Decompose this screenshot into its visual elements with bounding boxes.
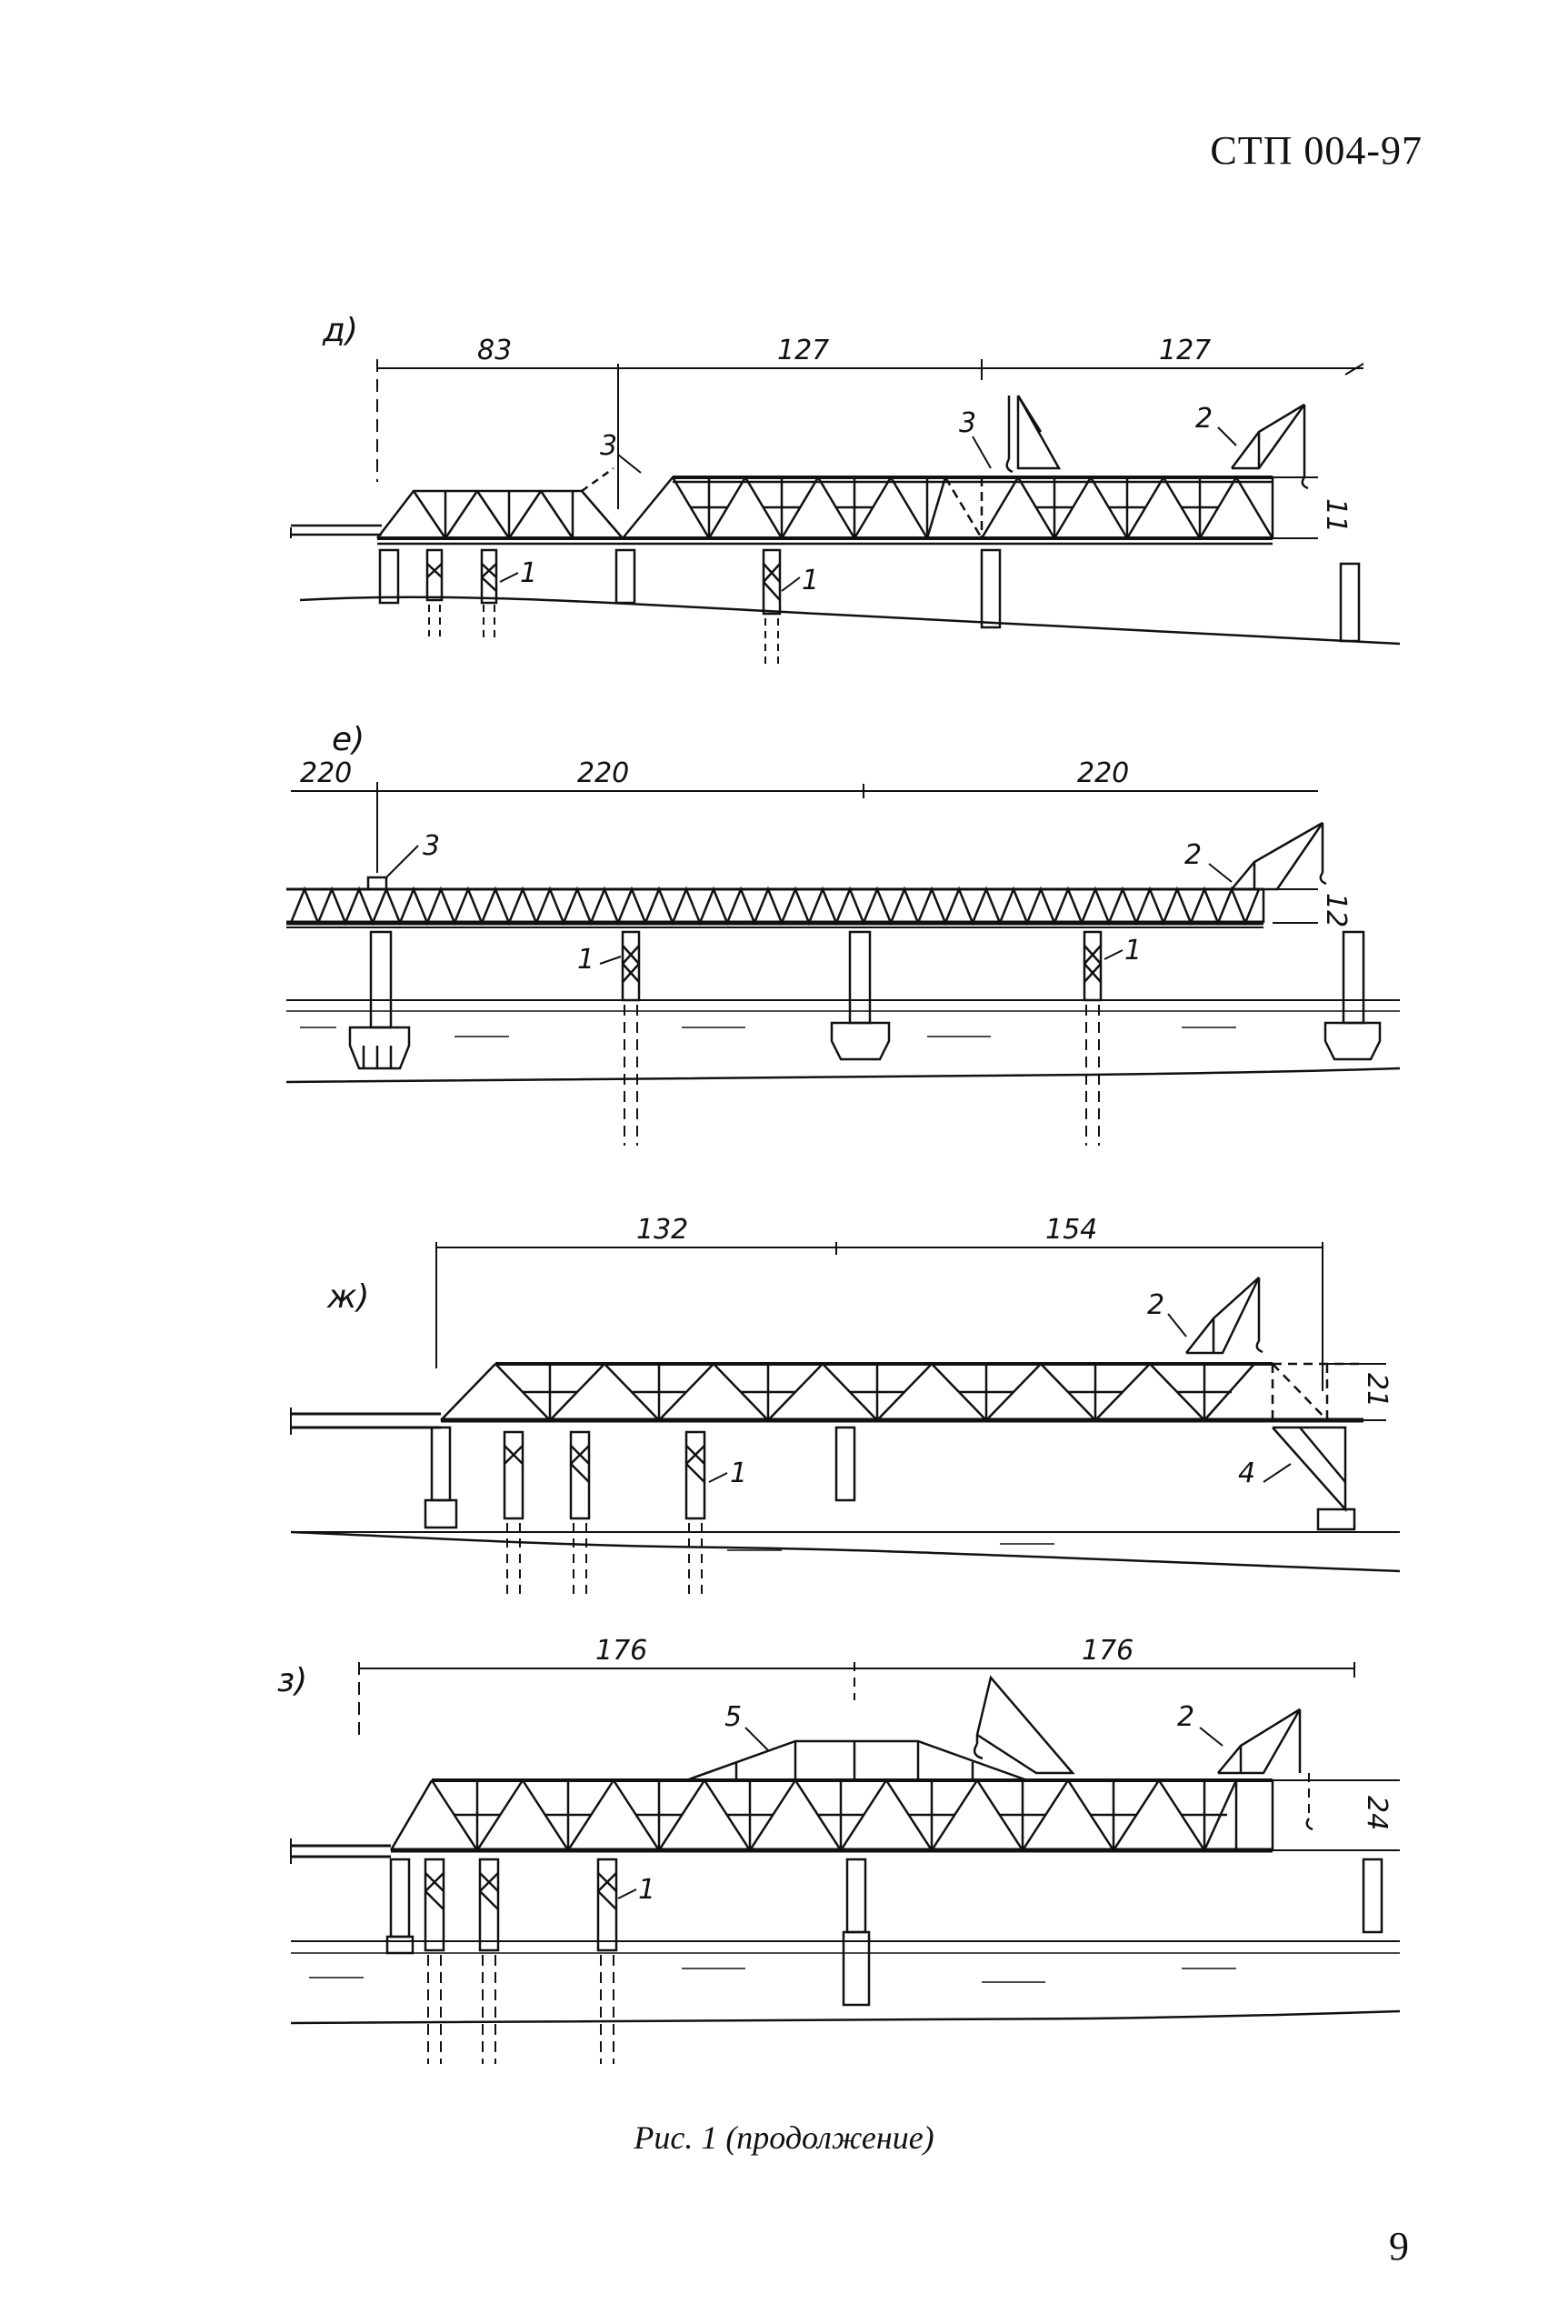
figure-zh-callout-1: 1 xyxy=(730,1458,747,1489)
figure-d-label: д) xyxy=(322,312,358,349)
figure-e-callout-1a: 1 xyxy=(577,944,594,976)
figure-caption: Рис. 1 (продолжение) xyxy=(634,2119,934,2156)
figure-z-label: з) xyxy=(277,1662,307,1699)
figure-d: д) 83 127 127 3 3 2 1 1 11 xyxy=(273,300,1418,691)
figure-d-dim-1: 83 xyxy=(477,335,512,366)
figure-zh-dim-2: 154 xyxy=(1045,1214,1097,1246)
figure-z-dim-2: 176 xyxy=(1082,1635,1134,1667)
figure-d-callout-3a: 3 xyxy=(600,430,617,462)
figure-d-callout-3b: 3 xyxy=(959,407,976,439)
document-code: СТП 004-97 xyxy=(1210,128,1423,173)
figure-zh: ж) 132 154 2 1 4 21 xyxy=(273,1209,1418,1628)
figure-e-callout-1b: 1 xyxy=(1124,935,1142,967)
figure-z-callout-5: 5 xyxy=(724,1701,742,1733)
figure-z: з) 176 176 5 2 1 24 xyxy=(273,1628,1418,2073)
figure-zh-callout-2: 2 xyxy=(1147,1289,1164,1321)
figure-zh-height: 21 xyxy=(1361,1373,1393,1407)
figure-zh-callout-4: 4 xyxy=(1238,1458,1255,1489)
figure-z-height: 24 xyxy=(1361,1796,1393,1830)
figure-d-callout-2: 2 xyxy=(1195,403,1213,435)
figure-d-callout-1a: 1 xyxy=(520,557,537,589)
figure-zh-dim-1: 132 xyxy=(636,1214,688,1246)
figure-z-callout-2: 2 xyxy=(1177,1701,1194,1733)
figure-z-dim-1: 176 xyxy=(595,1635,647,1667)
figure-d-dim-3: 127 xyxy=(1159,335,1211,366)
figure-d-dim-2: 127 xyxy=(777,335,829,366)
figure-zh-label: ж) xyxy=(326,1278,369,1316)
figure-e-dim-2: 220 xyxy=(577,757,629,789)
page-number: 9 xyxy=(1389,2224,1409,2269)
figure-e-height: 12 xyxy=(1320,893,1352,927)
figure-e-label: е) xyxy=(332,721,365,758)
figure-e-callout-3: 3 xyxy=(423,830,440,862)
figure-d-callout-1b: 1 xyxy=(802,565,819,596)
figure-e-dim-3: 220 xyxy=(1077,757,1129,789)
figure-e-callout-2: 2 xyxy=(1184,839,1202,871)
figure-e-dim-1: 220 xyxy=(300,757,352,789)
figure-e: е) 220 220 220 3 2 1 1 12 xyxy=(273,709,1418,1182)
figure-z-callout-1: 1 xyxy=(638,1874,655,1906)
figure-d-height: 11 xyxy=(1320,498,1352,533)
